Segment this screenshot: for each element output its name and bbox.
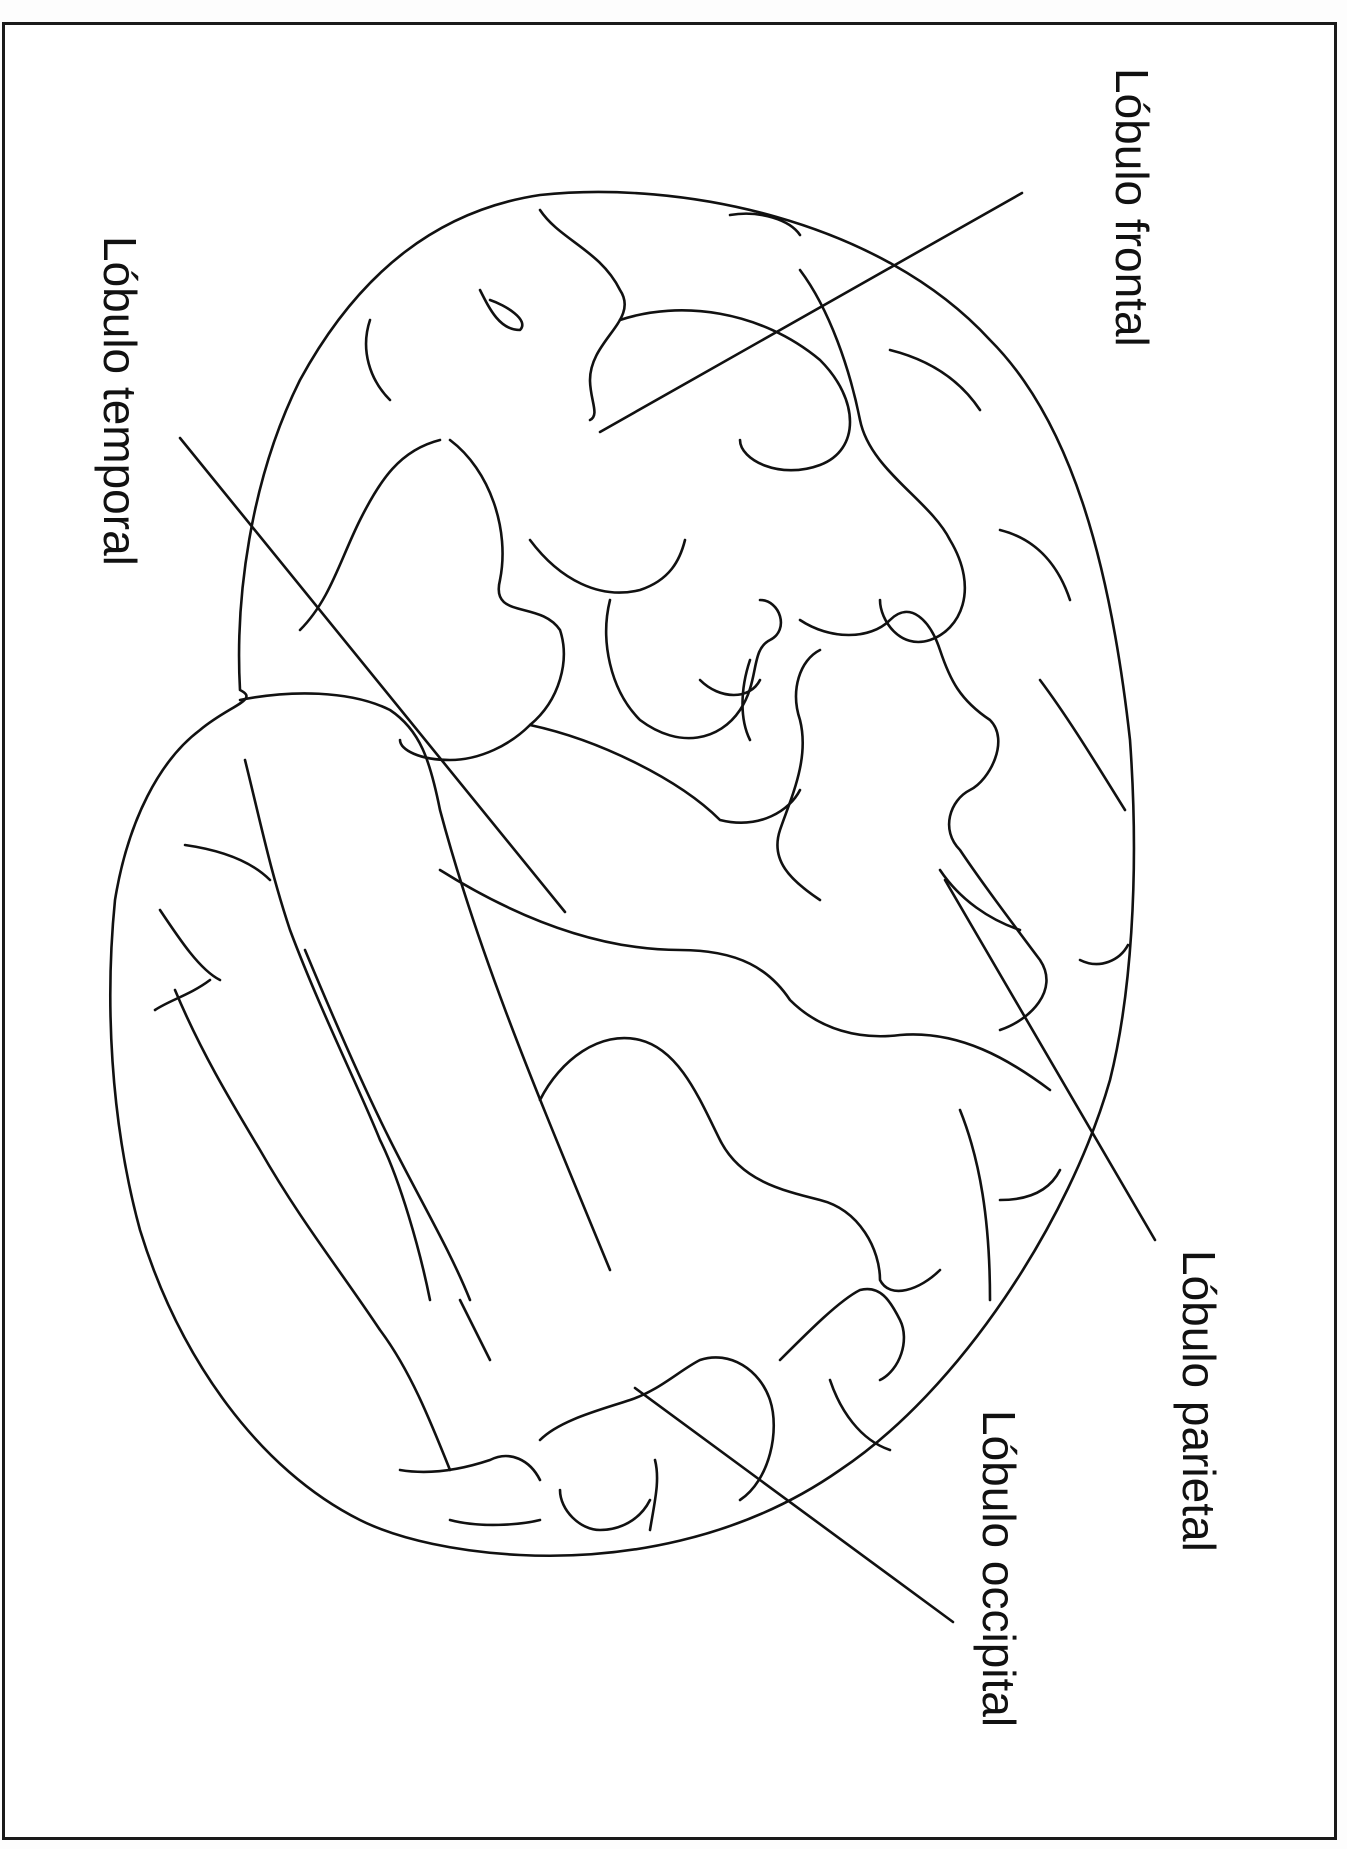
gyrus: [305, 950, 470, 1300]
gyrus: [185, 845, 270, 880]
gyrus: [560, 1490, 650, 1530]
gyrus: [530, 540, 685, 593]
gyrus: [777, 650, 820, 900]
label-frontal: Lóbulo frontal: [1109, 68, 1155, 347]
gyrus: [460, 1300, 490, 1360]
gyrus: [400, 1456, 540, 1480]
gyrus: [450, 1520, 540, 1525]
gyrus: [366, 320, 390, 400]
gyrus: [650, 1460, 657, 1530]
leader-line-parietal: [945, 880, 1155, 1240]
label-occipital: Lóbulo occipital: [976, 1410, 1022, 1727]
cerebellum-outline: [240, 693, 610, 1270]
label-temporal: Lóbulo temporal: [97, 236, 143, 566]
gyrus: [780, 1289, 904, 1380]
gyrus: [540, 210, 625, 420]
gyrus: [400, 440, 564, 760]
gyrus: [730, 214, 800, 235]
leader-line-occipital: [635, 1388, 953, 1622]
gyrus: [800, 612, 1046, 1030]
label-parietal: Lóbulo parietal: [1176, 1250, 1222, 1552]
gyrus: [245, 760, 430, 1300]
gyrus: [800, 270, 965, 642]
gyrus: [606, 600, 781, 738]
gyrus: [300, 440, 440, 630]
gyrus: [1000, 1170, 1060, 1200]
gyrus: [1040, 680, 1125, 810]
gyrus: [175, 990, 450, 1470]
lateral-sulcus: [530, 725, 800, 823]
gyrus: [890, 350, 980, 410]
gyrus: [1080, 945, 1128, 964]
gyrus: [620, 310, 850, 470]
gyrus: [160, 910, 220, 980]
leader-line-temporal: [180, 438, 565, 912]
gyrus: [540, 1038, 940, 1291]
gyrus: [960, 1110, 990, 1300]
gyrus: [1000, 530, 1070, 600]
gyrus: [480, 290, 522, 330]
